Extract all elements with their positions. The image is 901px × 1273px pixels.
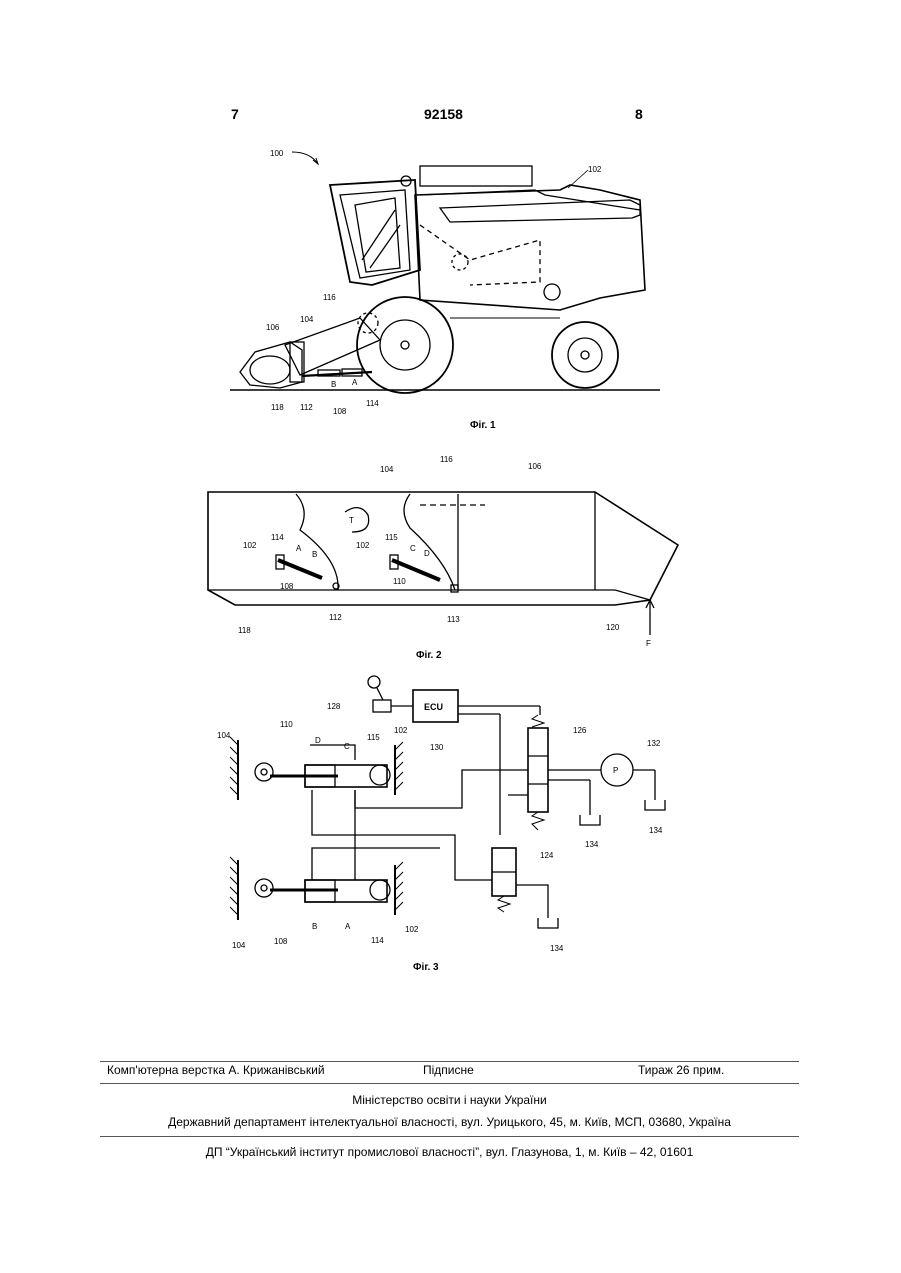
fig3-label-134-valve126: 134 xyxy=(585,840,599,849)
fig1-label-100: 100 xyxy=(270,149,284,158)
figure-3-hydraulic-circuit: 128 ECU 130 126 132 P 134 134 134 124 10… xyxy=(0,672,901,972)
fig3-label-130: 130 xyxy=(430,743,444,752)
fig2-label-106: 106 xyxy=(528,462,542,471)
fig3-label-126: 126 xyxy=(573,726,587,735)
fig2-label-113: 113 xyxy=(447,615,460,624)
patent-number: 92158 xyxy=(424,106,463,122)
fig2-label-102-left: 102 xyxy=(243,541,257,550)
fig2-label-B: B xyxy=(312,550,317,559)
fig3-label-114: 114 xyxy=(371,936,384,945)
fig2-label-T: T xyxy=(349,516,354,525)
fig3-label-D: D xyxy=(315,736,321,745)
fig2-label-112: 112 xyxy=(329,613,342,622)
footer-circulation: Тираж 26 прим. xyxy=(638,1063,724,1077)
footer-institute: ДП “Український інститут промислової вла… xyxy=(100,1145,799,1159)
fig3-label-132: 132 xyxy=(647,739,661,748)
fig3-label-134-valve124: 134 xyxy=(550,944,564,953)
footer-ministry: Міністерство освіти і науки України xyxy=(100,1093,799,1107)
fig3-label-B: B xyxy=(312,922,317,931)
fig2-label-104: 104 xyxy=(380,465,394,474)
fig1-label-B: B xyxy=(331,380,336,389)
fig3-label-104-top: 104 xyxy=(217,731,231,740)
fig3-label-104-bottom: 104 xyxy=(232,941,246,950)
fig1-label-118: 118 xyxy=(271,403,284,412)
fig3-label-108: 108 xyxy=(274,937,288,946)
fig1-label-114: 114 xyxy=(366,399,379,408)
fig3-label-ecu: ECU xyxy=(424,702,443,712)
fig2-label-120: 120 xyxy=(606,623,620,632)
footer-layout-credit: Комп'ютерна верстка А. Крижанівський xyxy=(107,1063,325,1077)
fig1-label-102: 102 xyxy=(588,165,602,174)
footer-signed: Підписне xyxy=(423,1063,474,1077)
footer-rule-top xyxy=(100,1061,799,1062)
footer-rule-middle xyxy=(100,1083,799,1084)
figure-2-caption: Фіг. 2 xyxy=(416,650,442,661)
fig3-label-128: 128 xyxy=(327,702,341,711)
page-number-right: 8 xyxy=(635,106,643,122)
fig2-label-110: 110 xyxy=(393,577,406,586)
fig3-label-102-top: 102 xyxy=(394,726,408,735)
fig2-label-108: 108 xyxy=(280,582,294,591)
fig1-label-A: A xyxy=(352,378,358,387)
fig3-label-C: C xyxy=(344,742,350,751)
fig1-label-112: 112 xyxy=(300,403,313,412)
fig2-label-115: 115 xyxy=(385,533,398,542)
fig2-label-D: D xyxy=(424,549,430,558)
fig2-label-A: A xyxy=(296,544,302,553)
figure-1-harvester: 100 102 116 104 106 118 112 108 114 A B xyxy=(0,140,901,420)
fig2-label-118: 118 xyxy=(238,626,251,635)
fig2-label-F: F xyxy=(646,639,651,648)
fig3-label-A: A xyxy=(345,922,351,931)
fig3-label-102-bottom: 102 xyxy=(405,925,419,934)
footer-department: Державний департамент інтелектуальної вл… xyxy=(100,1115,799,1129)
figure-2-header-schematic: 104 116 106 T 102 114 A B 108 102 115 C … xyxy=(0,450,901,660)
fig2-label-114: 114 xyxy=(271,533,284,542)
fig2-label-C: C xyxy=(410,544,416,553)
fig2-label-102-right: 102 xyxy=(356,541,370,550)
fig1-label-106: 106 xyxy=(266,323,280,332)
figure-3-caption: Фіг. 3 xyxy=(413,962,439,973)
fig3-label-124: 124 xyxy=(540,851,554,860)
fig3-label-134-pump: 134 xyxy=(649,826,663,835)
footer-rule-bottom xyxy=(100,1136,799,1137)
fig3-label-115: 115 xyxy=(367,733,380,742)
fig1-label-104: 104 xyxy=(300,315,314,324)
fig1-label-108: 108 xyxy=(333,407,347,416)
fig3-label-P: P xyxy=(613,766,618,775)
fig2-label-116: 116 xyxy=(440,455,453,464)
figure-1-caption: Фіг. 1 xyxy=(470,420,496,431)
fig1-label-116: 116 xyxy=(323,293,336,302)
fig3-label-110: 110 xyxy=(280,720,293,729)
page-number-left: 7 xyxy=(231,106,239,122)
